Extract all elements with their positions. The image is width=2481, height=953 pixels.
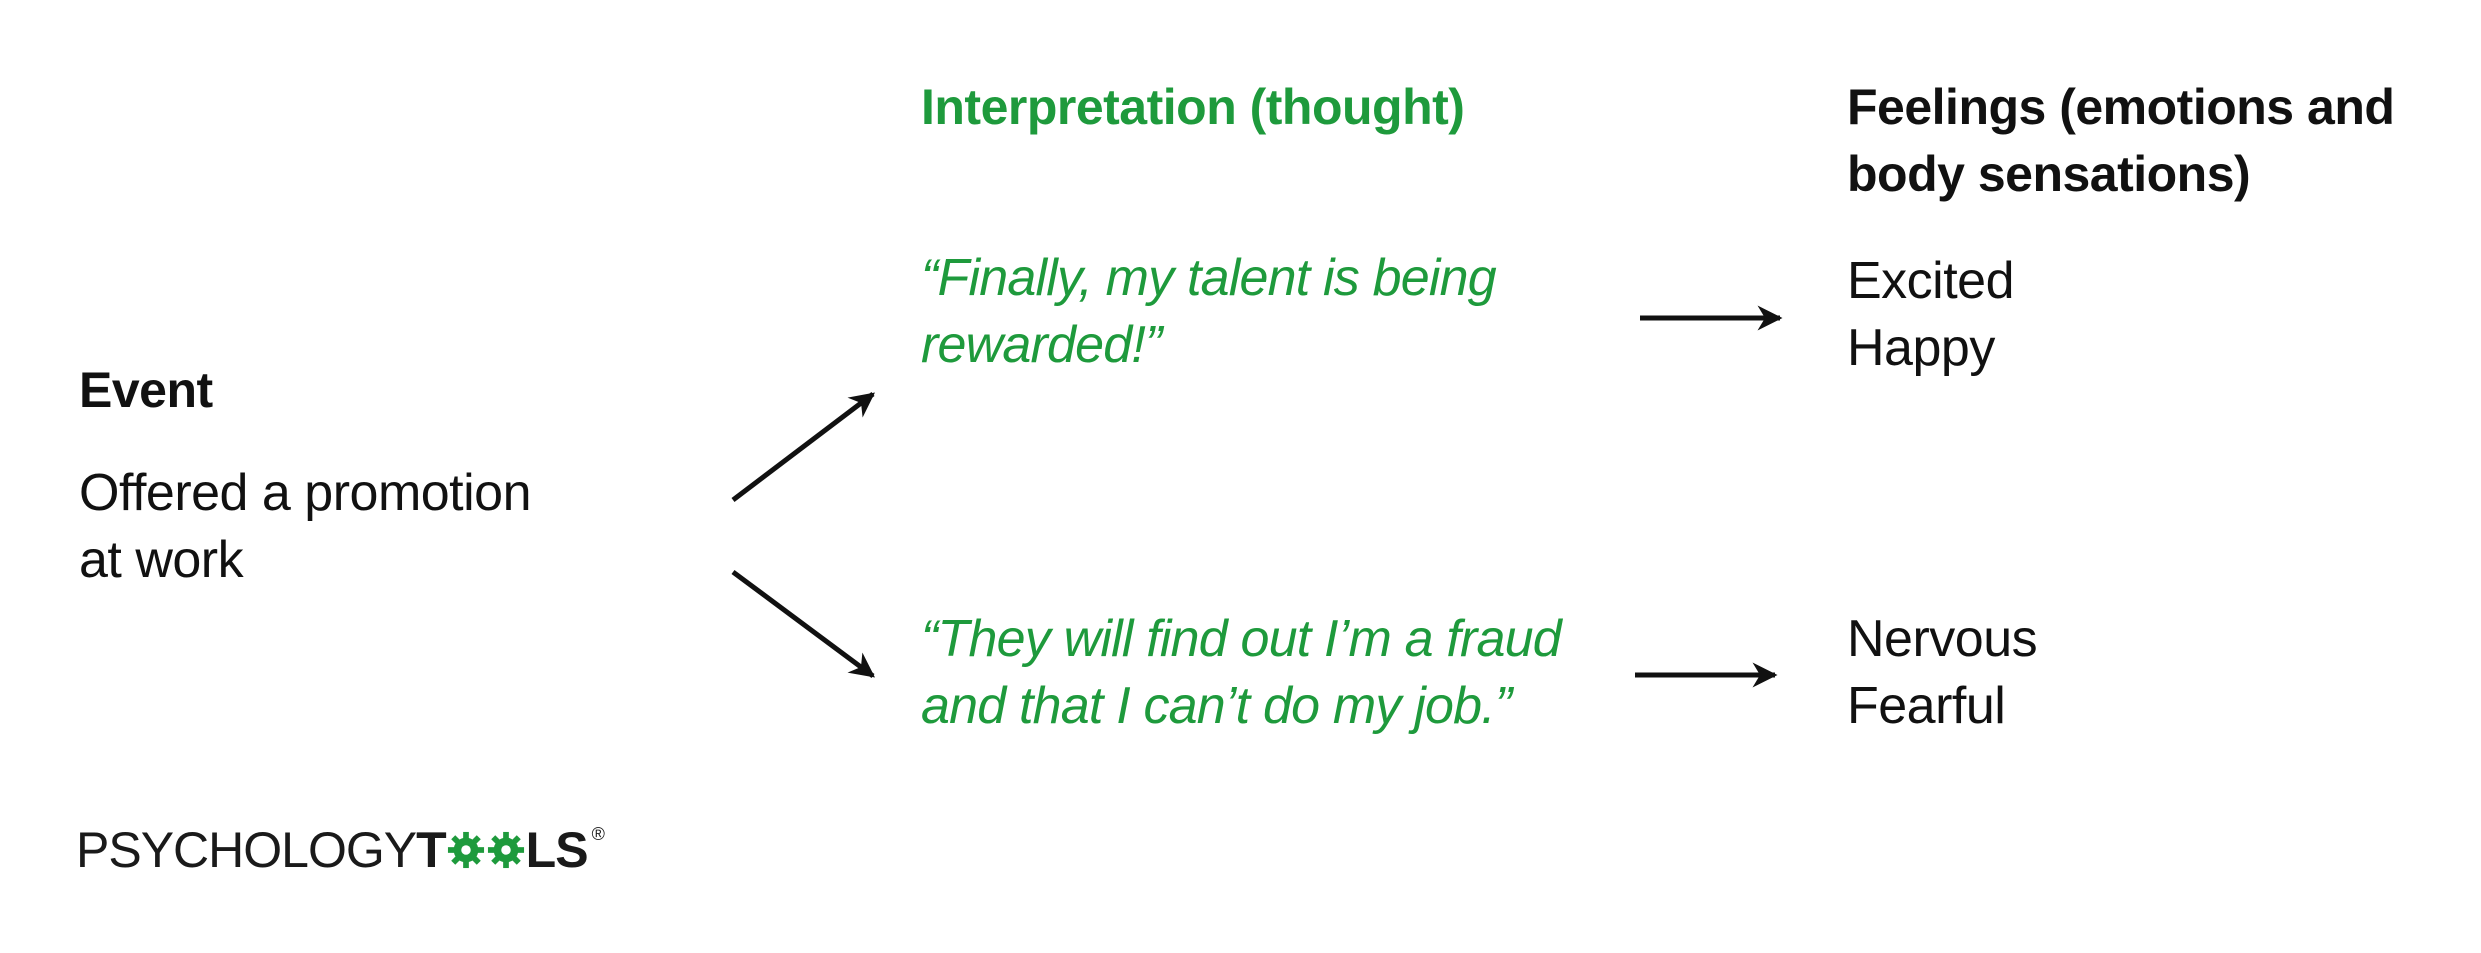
event-line-2: at work <box>79 531 244 589</box>
logo-text-prefix: PSYCHOLOGY <box>76 822 417 878</box>
gear-icon <box>487 831 524 869</box>
feelings-negative: Nervous Fearful <box>1847 606 2038 740</box>
feeling-nervous: Nervous <box>1847 610 2038 668</box>
thought-negative-line-1: “They will find out I’m a fraud <box>921 610 1562 668</box>
thought-negative-line-2: and that I can’t do my job.” <box>921 677 1512 735</box>
thought-negative: “They will find out I’m a fraud and that… <box>921 606 1562 740</box>
feelings-heading-line-2: body sensations) <box>1847 146 2251 202</box>
feeling-excited: Excited <box>1847 252 2015 310</box>
feelings-heading: Feelings (emotions and body sensations) <box>1847 74 2395 208</box>
arrow-event-to-thought-positive <box>731 392 875 502</box>
thought-positive: “Finally, my talent is being rewarded!” <box>921 245 1497 379</box>
arrow-event-to-thought-negative <box>731 569 876 679</box>
logo-text-t: T <box>416 822 447 878</box>
event-line-1: Offered a promotion <box>79 464 532 522</box>
thought-positive-line-1: “Finally, my talent is being <box>921 249 1497 307</box>
psychology-tools-logo: PSYCHOLOGY T LS ® <box>76 820 605 880</box>
event-description: Offered a promotion at work <box>79 460 532 594</box>
thought-positive-line-2: rewarded!” <box>921 316 1162 374</box>
logo-text-end: LS <box>525 822 589 878</box>
feelings-positive: Excited Happy <box>1847 248 2015 382</box>
feeling-happy: Happy <box>1847 319 1995 377</box>
gear-icon <box>447 831 484 869</box>
interpretation-heading: Interpretation (thought) <box>921 79 1465 135</box>
registered-mark: ® <box>591 824 605 844</box>
event-heading: Event <box>79 362 213 418</box>
feelings-heading-line-1: Feelings (emotions and <box>1847 79 2395 135</box>
feeling-fearful: Fearful <box>1847 677 2006 735</box>
